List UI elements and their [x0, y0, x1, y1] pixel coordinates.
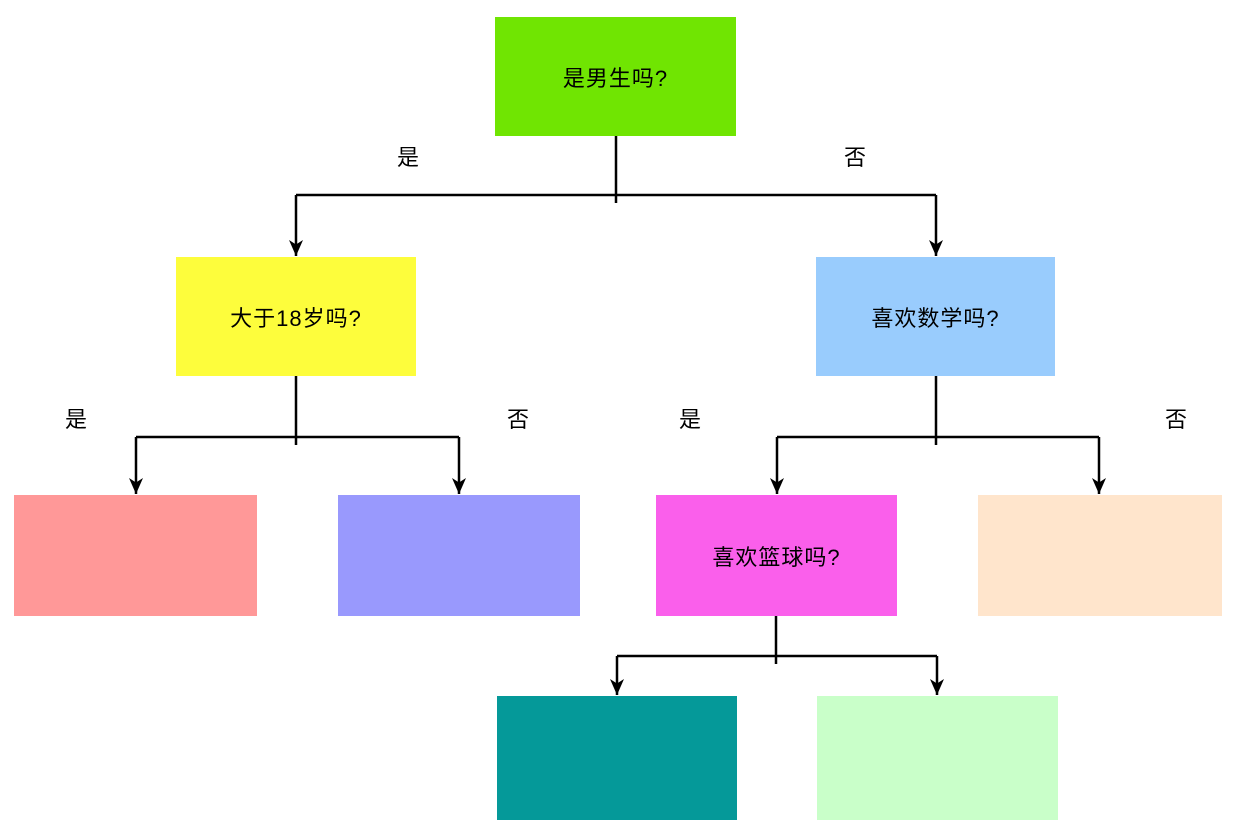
leaf-peach	[978, 495, 1222, 616]
edge-label-math-no: 否	[1164, 407, 1188, 432]
node-is-male-label: 是男生吗?	[562, 65, 669, 91]
node-over-18: 大于18岁吗?	[176, 257, 416, 376]
edge-label-age-yes: 是	[64, 407, 88, 432]
node-likes-math: 喜欢数学吗?	[816, 257, 1055, 376]
edge-label-math-yes: 是	[678, 407, 702, 432]
edge-label-root-yes: 是	[396, 145, 420, 170]
node-likes-basketball-label: 喜欢篮球吗?	[712, 544, 841, 570]
leaf-teal	[497, 696, 737, 820]
node-over-18-label: 大于18岁吗?	[230, 305, 362, 331]
edge-label-age-no: 否	[506, 407, 530, 432]
leaf-salmon	[14, 495, 257, 616]
node-is-male: 是男生吗?	[495, 17, 736, 136]
leaf-pale-green	[817, 696, 1058, 820]
edge-label-root-no: 否	[843, 145, 867, 170]
node-likes-basketball: 喜欢篮球吗?	[656, 495, 897, 616]
leaf-purple	[338, 495, 580, 616]
node-likes-math-label: 喜欢数学吗?	[871, 305, 1000, 331]
